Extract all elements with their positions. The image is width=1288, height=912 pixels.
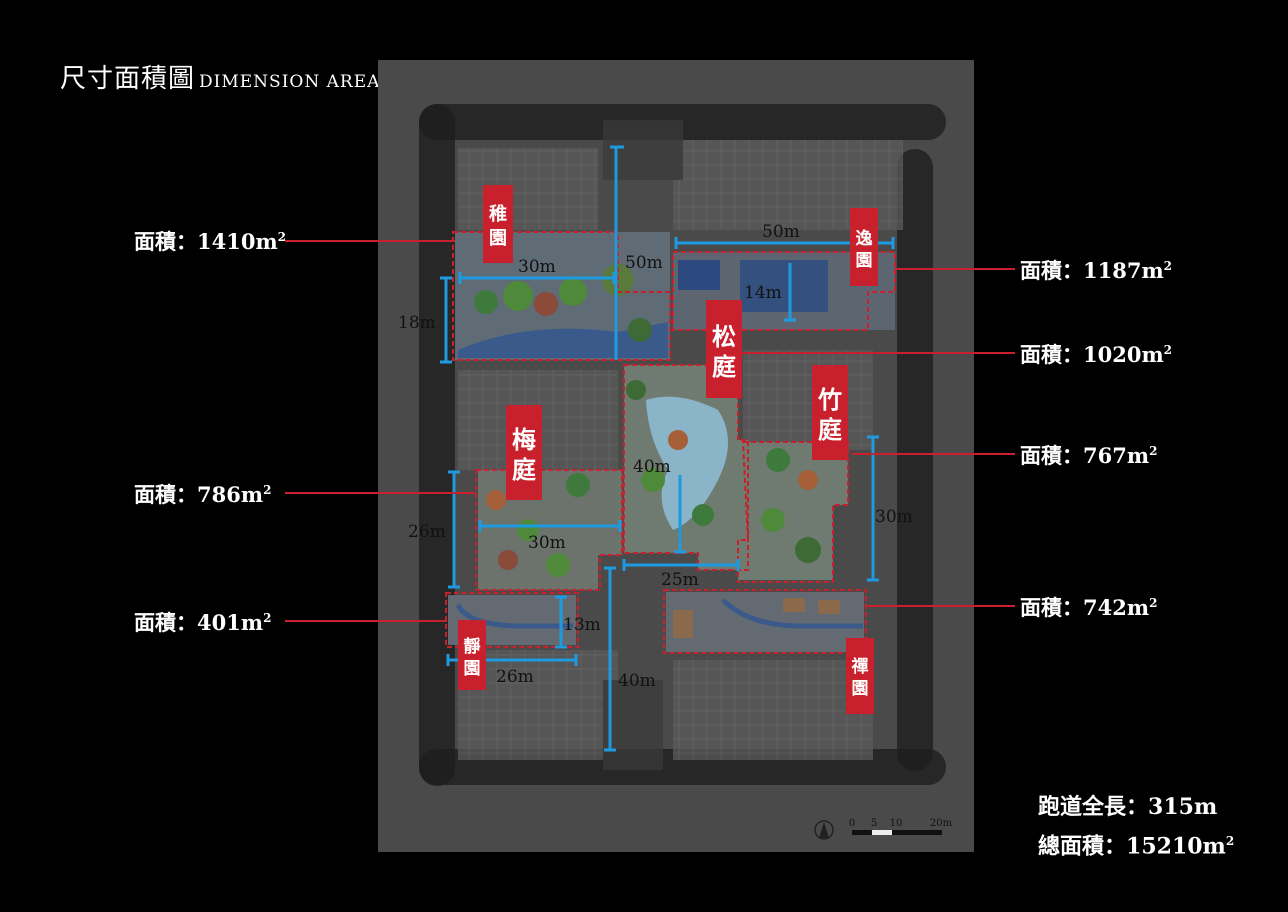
dim-label-26m-a: 26m xyxy=(408,522,446,542)
plaque-yiyuan: 逸 園 xyxy=(850,208,878,286)
svg-text:梅: 梅 xyxy=(512,425,536,454)
area-label-yiyuan: 面積：1187m2 xyxy=(1020,258,1173,283)
leader-786 xyxy=(285,492,475,494)
total-area: 總面積：15210m2 xyxy=(1038,833,1235,860)
leader-767 xyxy=(852,453,1015,455)
dim-label-40m-a: 40m xyxy=(633,457,671,477)
svg-text:園: 園 xyxy=(464,659,481,679)
leader-1020 xyxy=(742,352,1015,354)
dim-40m-vertical xyxy=(604,566,616,752)
svg-text:禪: 禪 xyxy=(852,656,869,677)
area-label-jingyuan: 面積：401m2 xyxy=(134,610,272,635)
leader-1187 xyxy=(895,268,1015,270)
dim-label-18m: 18m xyxy=(398,313,436,333)
leader-1410 xyxy=(285,240,455,242)
area-label-zhiyuan: 面積：1410m2 xyxy=(134,229,287,254)
dim-30m-zhiyuan xyxy=(458,272,616,284)
dim-label-25m: 25m xyxy=(661,570,699,590)
dim-label-13m: 13m xyxy=(563,615,601,635)
dim-label-30m-c: 30m xyxy=(875,507,913,527)
svg-text:竹: 竹 xyxy=(817,385,842,414)
dimension-lines xyxy=(440,145,895,752)
area-label-songting: 面積：1020m2 xyxy=(1020,342,1173,367)
svg-text:庭: 庭 xyxy=(512,455,536,484)
dim-26m xyxy=(448,470,460,589)
dim-30m-zhuting xyxy=(867,435,879,582)
leader-401 xyxy=(285,620,447,622)
svg-text:庭: 庭 xyxy=(712,352,736,381)
zhiyuan-boundary xyxy=(452,231,671,361)
dim-label-50m-b: 50m xyxy=(762,222,800,242)
area-label-zhuting: 面積：767m2 xyxy=(1020,443,1158,468)
svg-text:逸: 逸 xyxy=(856,228,873,249)
summary-stats: 跑道全長：315m 總面積：15210m2 xyxy=(1038,790,1234,863)
dim-label-30m-b: 30m xyxy=(528,533,566,553)
title-chinese: 尺寸面積圖 xyxy=(60,64,196,94)
dim-14m xyxy=(784,263,796,322)
leader-742 xyxy=(865,605,1015,607)
site-plan: 30m 50m 18m 50m 14m 40m 26m 30m 30m 25m … xyxy=(378,60,974,852)
north-arrow-icon xyxy=(814,820,834,840)
svg-text:園: 園 xyxy=(852,679,869,699)
svg-text:靜: 靜 xyxy=(464,636,481,657)
dim-13m xyxy=(555,595,567,649)
site-plan-drawing: 30m 50m 18m 50m 14m 40m 26m 30m 30m 25m … xyxy=(398,104,953,840)
scale-label-20m: 20m xyxy=(930,818,953,829)
dim-40m-pond xyxy=(674,475,686,554)
track-length: 跑道全長：315m xyxy=(1038,794,1218,820)
area-label-meiting: 面積：786m2 xyxy=(134,482,272,507)
scale-bar: 0 5 10 20m xyxy=(849,818,953,835)
dim-30m-meiting xyxy=(478,520,622,532)
plaque-zhuting: 竹 庭 xyxy=(812,365,848,460)
dim-label-30m-a: 30m xyxy=(518,257,556,277)
plaque-jingyuan: 靜 園 xyxy=(458,620,486,690)
garden-plaques: 稚 園 逸 園 松 庭 竹 庭 梅 庭 靜 園 禪 xyxy=(458,185,878,714)
plaque-songting: 松 庭 xyxy=(706,300,742,398)
scale-label-0: 0 xyxy=(849,818,855,829)
zhuting-boundary xyxy=(737,441,849,583)
dim-18m xyxy=(440,276,452,364)
scale-label-5: 5 xyxy=(871,818,877,829)
jingyuan-boundary xyxy=(445,592,579,648)
dim-50m-vertical xyxy=(610,145,624,360)
plaque-meiting: 梅 庭 xyxy=(506,405,542,500)
dim-label-26m-b: 26m xyxy=(496,667,534,687)
dim-label-14m: 14m xyxy=(744,283,782,303)
svg-text:園: 園 xyxy=(856,251,873,271)
plaque-chanyuan: 禪 園 xyxy=(846,638,874,714)
dim-label-50m-a: 50m xyxy=(625,253,663,273)
svg-text:園: 園 xyxy=(489,228,507,249)
area-label-chanyuan: 面積：742m2 xyxy=(1020,595,1158,620)
svg-text:松: 松 xyxy=(712,322,736,351)
svg-text:稚: 稚 xyxy=(489,203,507,225)
dim-25m xyxy=(622,559,740,571)
meiting-boundary xyxy=(475,469,623,591)
svg-text:庭: 庭 xyxy=(818,415,842,444)
yiyuan-boundary xyxy=(672,251,896,331)
plaque-zhiyuan: 稚 園 xyxy=(483,185,513,263)
dim-label-40m-b: 40m xyxy=(618,671,656,691)
scale-label-10: 10 xyxy=(890,818,903,829)
perimeter-trees xyxy=(419,104,946,786)
